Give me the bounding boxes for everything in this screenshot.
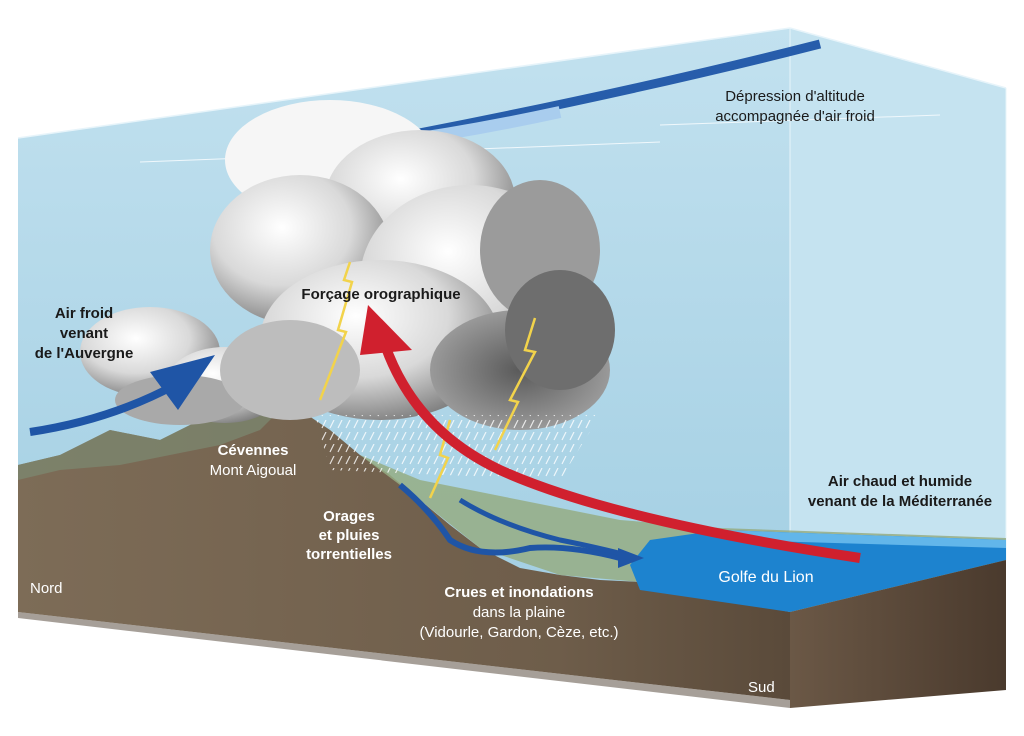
terrain-side bbox=[790, 560, 1006, 708]
label-mont-aigoual: Mont Aigoual bbox=[210, 462, 297, 479]
label-orages-2: et pluies bbox=[319, 527, 380, 544]
label-sud: Sud bbox=[748, 679, 775, 696]
cold-air-auvergne-arrow bbox=[29, 381, 177, 436]
sky-side-panel bbox=[790, 28, 1006, 612]
label-crues-2: dans la plaine bbox=[473, 604, 566, 621]
label-depression-1: Dépression d'altitude bbox=[725, 88, 865, 105]
label-orages-1: Orages bbox=[323, 508, 375, 525]
label-orages-3: torrentielles bbox=[306, 546, 392, 563]
river-flood-1 bbox=[398, 482, 621, 561]
label-air-chaud-1: Air chaud et humide bbox=[828, 473, 972, 490]
label-air-froid-3: de l'Auvergne bbox=[35, 345, 134, 362]
label-golfe: Golfe du Lion bbox=[718, 569, 813, 586]
golfe-du-lion-sea bbox=[630, 530, 1006, 612]
label-depression-2: accompagnée d'air froid bbox=[715, 108, 875, 125]
label-forcage: Forçage orographique bbox=[301, 286, 460, 303]
lightning-bolt-2 bbox=[493, 317, 537, 451]
warm-air-arrowhead bbox=[360, 305, 412, 355]
warm-humid-air-arrow bbox=[380, 343, 861, 563]
terrain-front bbox=[18, 400, 790, 700]
label-air-froid-1: Air froid bbox=[55, 305, 113, 322]
lightning-bolt-1 bbox=[318, 261, 354, 401]
label-nord: Nord bbox=[30, 580, 63, 597]
river-flood-2 bbox=[458, 497, 631, 559]
label-air-chaud-2: venant de la Méditerranée bbox=[808, 493, 992, 510]
label-crues-3: (Vidourle, Gardon, Cèze, etc.) bbox=[420, 624, 619, 641]
label-air-froid-2: venant bbox=[60, 325, 108, 342]
label-crues-1: Crues et inondations bbox=[444, 584, 593, 601]
label-cevennes: Cévennes bbox=[218, 442, 289, 459]
